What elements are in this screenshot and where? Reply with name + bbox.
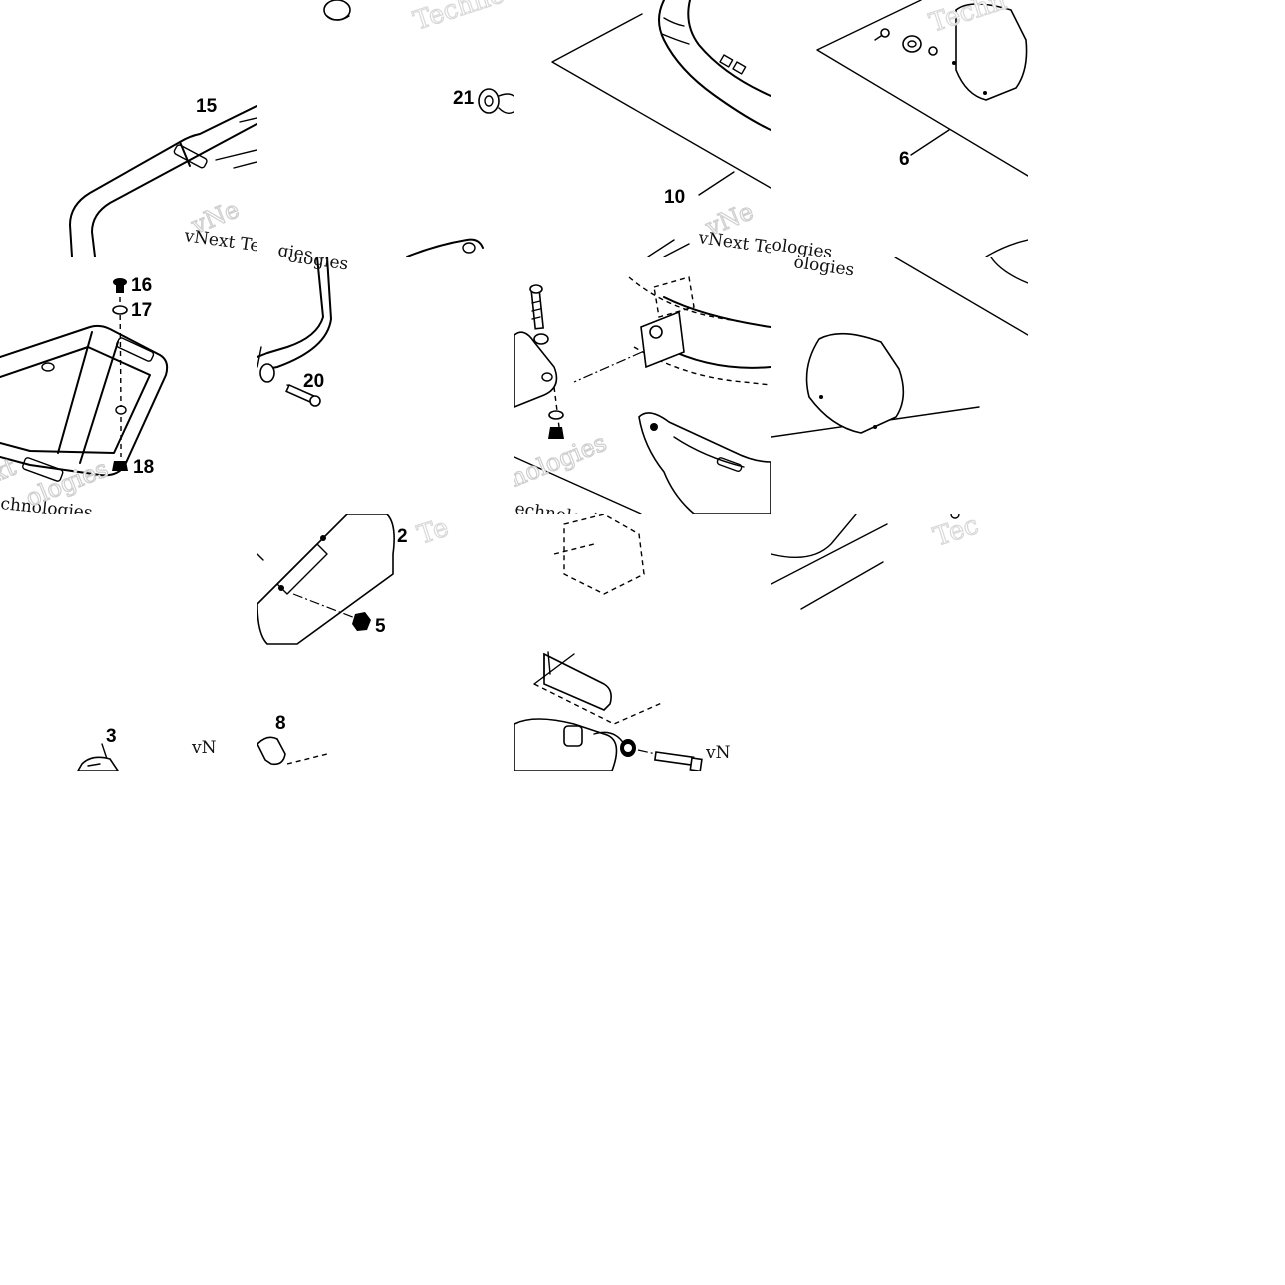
washer-21-drawing: 21 Techno gies: [276, 0, 514, 257]
windshield-plate-drawing: ologies: [771, 257, 1028, 438]
watermark-te: Te: [414, 514, 452, 551]
watermark-vn-2: vN: [705, 743, 731, 763]
rack-top-drawing: 15 vNe vNext Tec: [69, 96, 257, 257]
callout-10: 10: [664, 187, 685, 208]
diagram-tile-spacer-bolt: vN: [514, 514, 771, 771]
callout-6: 6: [899, 149, 910, 170]
watermark-vnext-tec-1: vNext Tec: [182, 226, 257, 257]
watermark-ologies-fragment: gies: [276, 241, 314, 257]
watermark-nologies: ologies: [771, 235, 834, 257]
diagram-tile-empty-1: 3 vN: [0, 514, 257, 771]
callout-20: 20: [303, 371, 324, 392]
watermark-vn: vN: [191, 738, 217, 758]
diagram-tile-handguard-10: 10 vNext Tec vNe: [514, 0, 771, 257]
diagram-tile-bracket-20: 20 ologies: [257, 257, 514, 514]
watermark-tec: Tec: [930, 514, 982, 553]
diagram-tile-plate-lines: Tec: [771, 514, 1028, 771]
callout-15: 15: [196, 96, 218, 117]
watermark-xt: xt: [0, 453, 20, 488]
callout-17: 17: [131, 300, 152, 321]
diagram-tile-muffler-2: 5 2 Te 8: [257, 514, 514, 771]
watermark-ologies-right: ologies: [792, 257, 855, 280]
callout-2: 2: [397, 526, 408, 547]
bracket-20-drawing: 20 ologies: [257, 257, 350, 407]
diagram-tile-rack-16-17-18: 16 17 18 chnologies ologies xt: [0, 257, 257, 514]
windshield-6-drawing: 6 Techn ologies: [771, 0, 1028, 257]
part-3-drawing: 3 vN: [77, 726, 217, 771]
callout-18: 18: [133, 457, 154, 478]
diagram-tile-windshield-6: 6 Techn ologies: [771, 0, 1028, 257]
plate-lines-drawing: Tec: [771, 514, 983, 610]
callout-16: 16: [131, 275, 152, 296]
diagram-tile-washer-21: 21 Techno gies: [257, 0, 514, 257]
diagram-tile-rack-top: 15 vNe vNext Tec: [0, 0, 257, 257]
rack-fasteners-drawing: 16 17 18 chnologies ologies xt: [0, 275, 169, 514]
spacer-bolt-drawing: vN: [514, 514, 731, 771]
callout-21: 21: [453, 88, 475, 109]
diagram-tile-windshield-plate: ologies: [771, 257, 1028, 514]
watermark-techno: Techno: [410, 0, 509, 37]
muffler-2-drawing: 5 2 Te 8: [257, 514, 453, 766]
handguard-10-drawing: 10 vNext Tec vNe: [551, 0, 771, 257]
callout-8: 8: [275, 713, 286, 734]
callout-3: 3: [106, 726, 117, 747]
callout-5: 5: [375, 616, 386, 637]
